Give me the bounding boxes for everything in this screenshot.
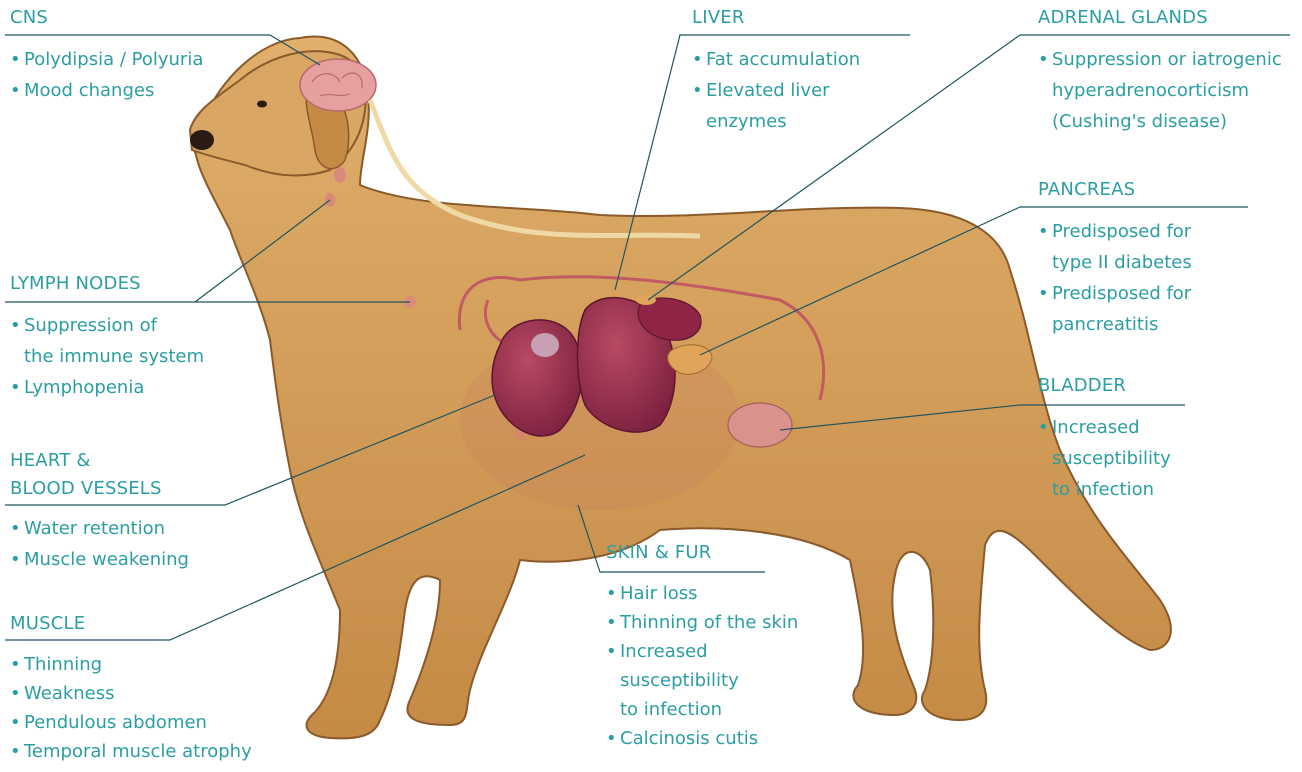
cns-items: Polydipsia / Polyuria Mood changes: [10, 44, 203, 106]
list-item: Polydipsia / Polyuria: [10, 44, 203, 75]
liver-label: LIVER Fat accumulation Elevated liverenz…: [692, 6, 860, 137]
list-item: Hair loss: [606, 579, 798, 608]
dog-eye: [257, 101, 267, 108]
heart-items: Water retention Muscle weakening: [10, 513, 189, 575]
lymph-node: [334, 167, 346, 183]
skin-items: Hair loss Thinning of the skin Increased…: [606, 579, 798, 753]
lymph-heading: LYMPH NODES: [10, 272, 204, 296]
skin-label: SKIN & FUR Hair loss Thinning of the ski…: [606, 541, 798, 753]
muscle-items: Thinning Weakness Pendulous abdomen Temp…: [10, 650, 252, 766]
skin-heading: SKIN & FUR: [606, 541, 798, 565]
cns-heading: CNS: [10, 6, 203, 30]
list-item: Fat accumulation: [692, 44, 860, 75]
muscle-label: MUSCLE Thinning Weakness Pendulous abdom…: [10, 612, 252, 766]
heart-heading-line-1: HEART &: [10, 447, 189, 475]
list-item: Weakness: [10, 679, 252, 708]
heart-label: HEART & BLOOD VESSELS Water retention Mu…: [10, 447, 189, 575]
pancreas-heading: PANCREAS: [1038, 178, 1192, 202]
adrenal-items: Suppression or iatrogenichyperadrenocort…: [1038, 44, 1282, 137]
list-item: Muscle weakening: [10, 544, 189, 575]
adrenal-heading: ADRENAL GLANDS: [1038, 6, 1282, 30]
bladder-heading: BLADDER: [1038, 374, 1171, 398]
list-item: Mood changes: [10, 75, 203, 106]
brain: [300, 59, 376, 111]
cns-label: CNS Polydipsia / Polyuria Mood changes: [10, 6, 203, 106]
list-item: Temporal muscle atrophy: [10, 737, 252, 766]
list-item: Thinning: [10, 650, 252, 679]
list-item: Suppression or iatrogenichyperadrenocort…: [1038, 44, 1282, 137]
list-item: Water retention: [10, 513, 189, 544]
bladder: [728, 403, 792, 447]
list-item: Calcinosis cutis: [606, 724, 798, 753]
heart-heading-line-2: BLOOD VESSELS: [10, 475, 189, 503]
muscle-heading: MUSCLE: [10, 612, 252, 636]
list-item: Pendulous abdomen: [10, 708, 252, 737]
liver-heading: LIVER: [692, 6, 860, 30]
adrenal-label: ADRENAL GLANDS Suppression or iatrogenic…: [1038, 6, 1282, 137]
list-item: Lymphopenia: [10, 372, 204, 403]
list-item: Thinning of the skin: [606, 608, 798, 637]
dog-nose: [190, 130, 214, 150]
